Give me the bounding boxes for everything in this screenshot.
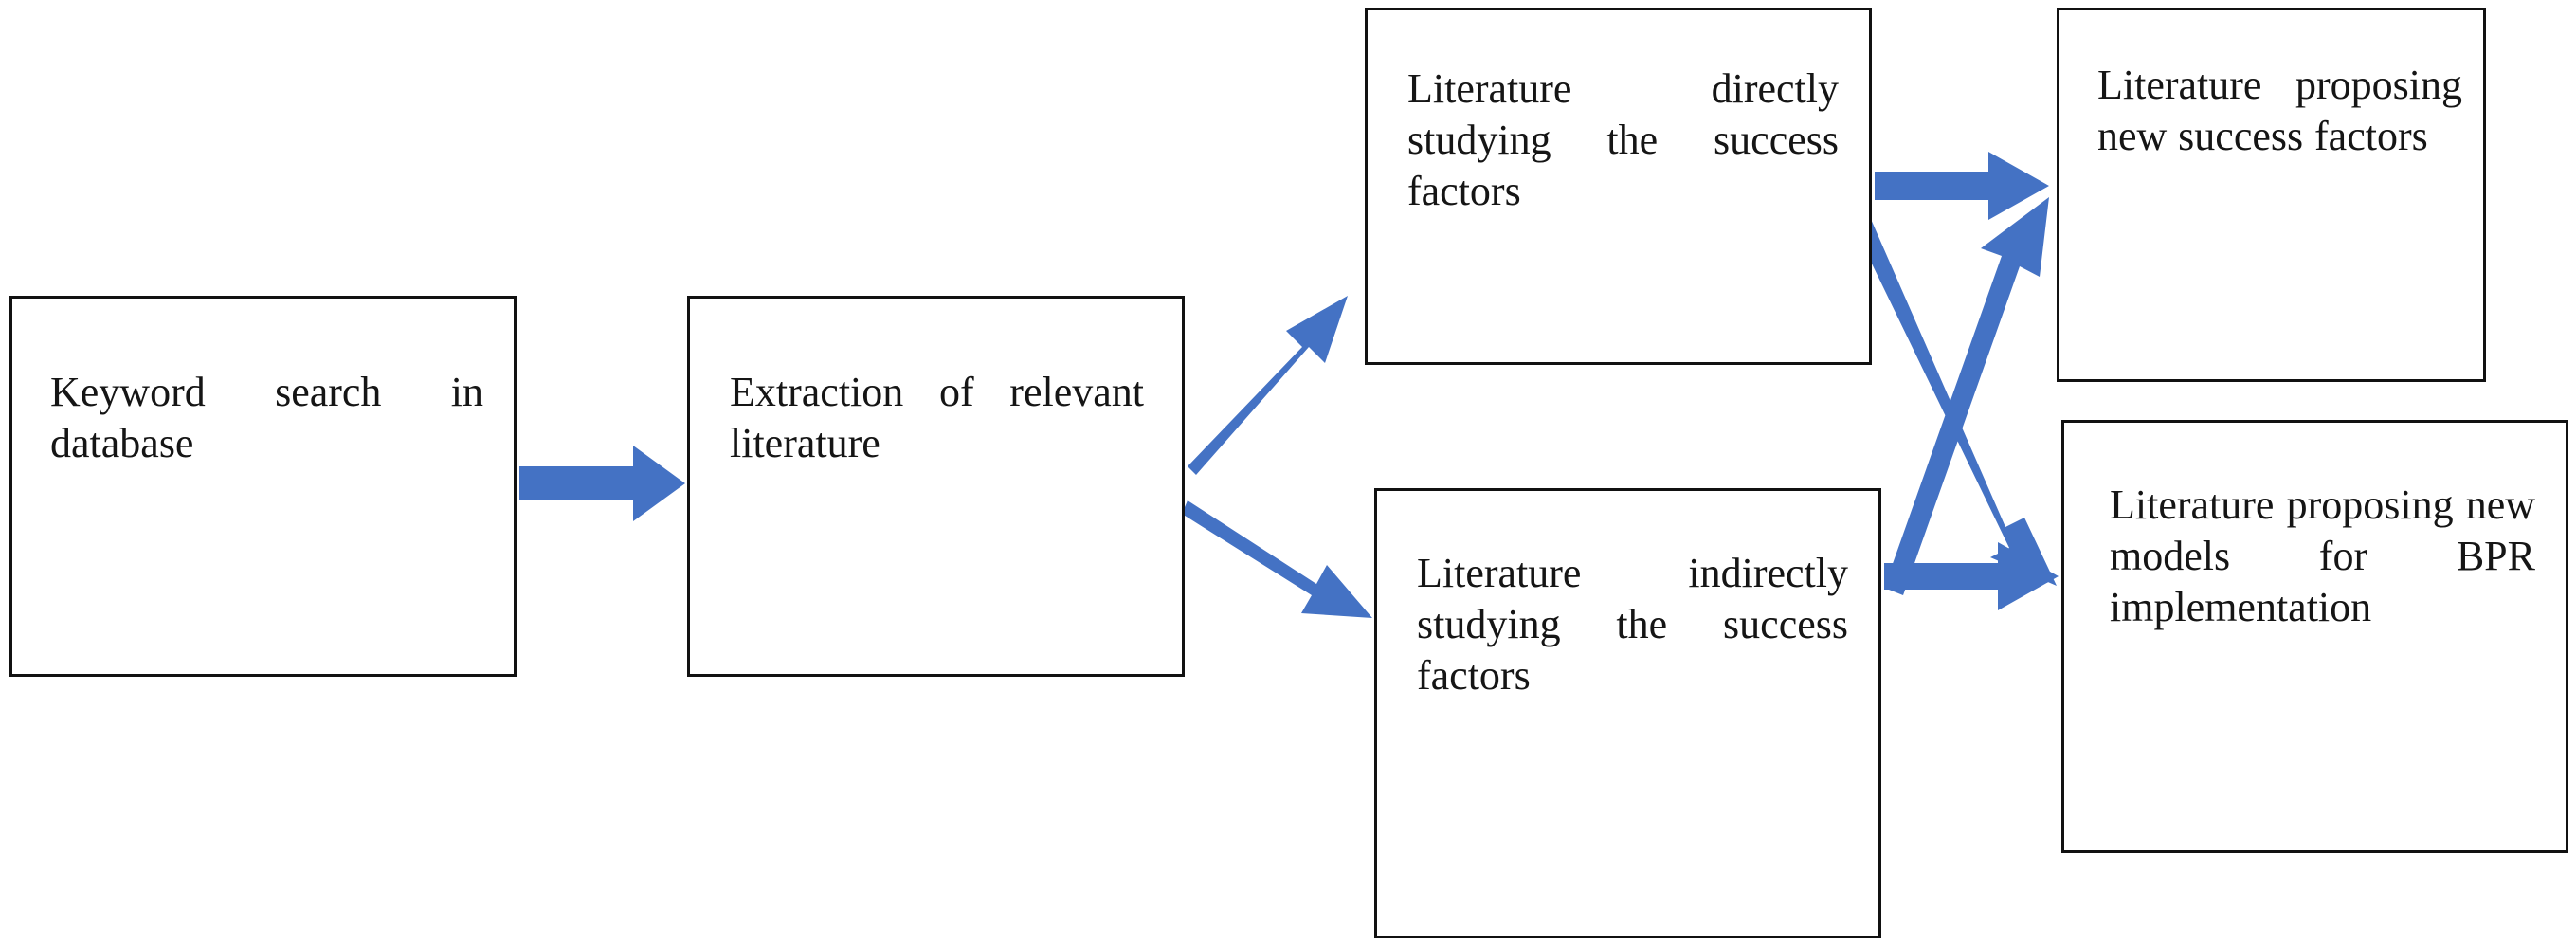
node-indirect-literature-label: Literature indirectly studying the succe…	[1417, 550, 1848, 700]
node-keyword-search[interactable]: Keyword search in database	[9, 296, 517, 677]
node-new-models-bpr[interactable]: Literature proposing new models for BPR …	[2061, 420, 2568, 853]
node-keyword-search-label: Keyword search in database	[50, 369, 483, 467]
node-indirect-literature[interactable]: Literature indirectly studying the succe…	[1374, 488, 1881, 938]
node-direct-literature[interactable]: Literature directly studying the success…	[1365, 8, 1872, 365]
arrow-indirect-literature-to-new-models-bpr	[1884, 542, 2059, 610]
node-new-models-bpr-label: Literature proposing new models for BPR …	[2110, 482, 2535, 631]
node-new-success-factors-label: Literature proposing new success factors	[2097, 62, 2462, 160]
arrow-keyword-search-to-extraction	[519, 446, 685, 521]
arrow-extraction-to-direct-literature	[1188, 296, 1348, 475]
node-new-success-factors[interactable]: Literature proposing new success factors	[2057, 8, 2486, 382]
arrow-direct-literature-to-new-success-factors	[1875, 152, 2049, 220]
arrow-extraction-to-indirect-literature	[1182, 500, 1372, 618]
arrow-indirect-literature-to-new-success-factors	[1884, 197, 2049, 595]
node-extraction-label: Extraction of relevant literature	[730, 369, 1144, 467]
node-direct-literature-label: Literature directly studying the success…	[1407, 65, 1839, 215]
node-extraction[interactable]: Extraction of relevant literature	[687, 296, 1185, 677]
